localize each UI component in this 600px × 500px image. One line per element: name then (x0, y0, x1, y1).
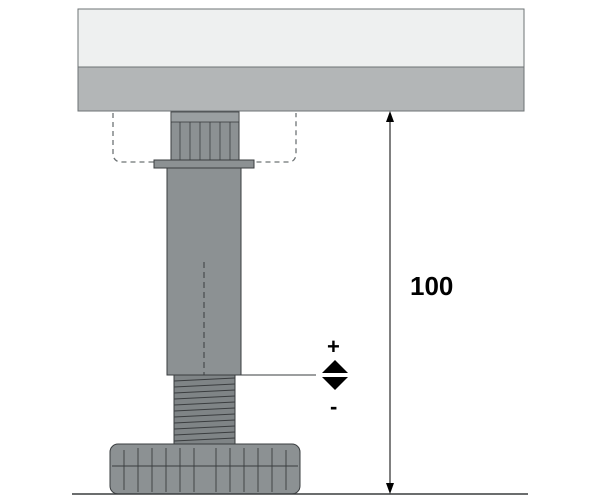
adjust-down-arrow-icon (322, 377, 348, 390)
adjust-plus-label: + (327, 334, 340, 359)
adjust-up-arrow-icon (322, 360, 348, 373)
height-dimension: 100 (386, 111, 453, 494)
panel-front-face (77, 66, 525, 112)
leg-collar (170, 111, 240, 161)
adjustment-indicator: + - (241, 334, 348, 419)
dimension-label: 100 (410, 271, 453, 301)
dimension-arrow-bottom (386, 483, 394, 494)
leg-tube (166, 167, 242, 376)
threaded-screw (173, 374, 236, 445)
panel-top-face (77, 8, 525, 68)
leg-flange (153, 159, 255, 169)
foot-base (109, 443, 301, 495)
dimension-arrow-top (386, 111, 394, 122)
adjust-minus-label: - (330, 394, 337, 419)
cabinet-panel (77, 8, 525, 112)
